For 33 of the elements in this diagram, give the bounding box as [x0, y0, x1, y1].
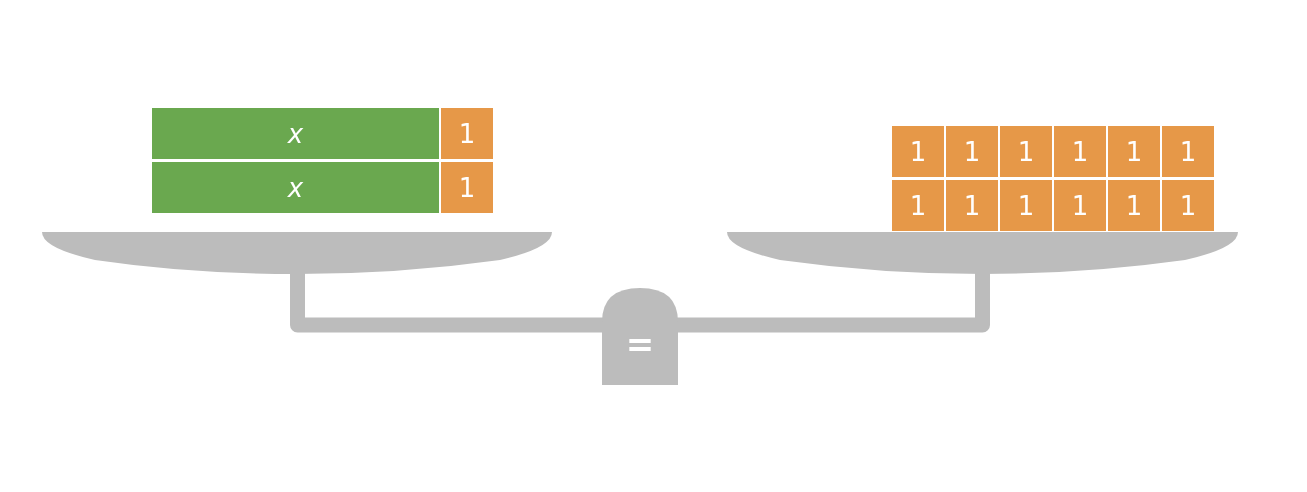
variable-tile	[152, 108, 439, 159]
unit-tile	[892, 126, 944, 177]
unit-tile	[1054, 126, 1106, 177]
tile-label: 1	[909, 138, 927, 165]
unit-tile	[1000, 126, 1052, 177]
unit-tile	[1108, 126, 1160, 177]
unit-tile	[1162, 126, 1214, 177]
unit-tile	[1000, 180, 1052, 231]
tile-label: 1	[1017, 138, 1035, 165]
unit-tile	[946, 180, 998, 231]
tile-label: 1	[1071, 138, 1089, 165]
tile-label: 1	[458, 174, 476, 201]
tile-label: 1	[458, 120, 476, 147]
tile-label: x	[287, 174, 304, 201]
tile-label: 1	[1179, 192, 1197, 219]
unit-tile	[1054, 180, 1106, 231]
unit-tile	[441, 108, 493, 159]
unit-tile	[946, 126, 998, 177]
equals-sign: =	[624, 327, 656, 361]
tile-label: 1	[1017, 192, 1035, 219]
unit-tile	[1108, 180, 1160, 231]
variable-tile	[152, 162, 439, 213]
tile-label: 1	[963, 138, 981, 165]
tile-label: x	[287, 120, 304, 147]
tile-label: 1	[963, 192, 981, 219]
tile-label: 1	[909, 192, 927, 219]
tile-label: 1	[1125, 138, 1143, 165]
tile-label: 1	[1071, 192, 1089, 219]
tile-label: 1	[1125, 192, 1143, 219]
unit-tile	[892, 180, 944, 231]
unit-tile	[441, 162, 493, 213]
tile-label: 1	[1179, 138, 1197, 165]
unit-tile	[1162, 180, 1214, 231]
